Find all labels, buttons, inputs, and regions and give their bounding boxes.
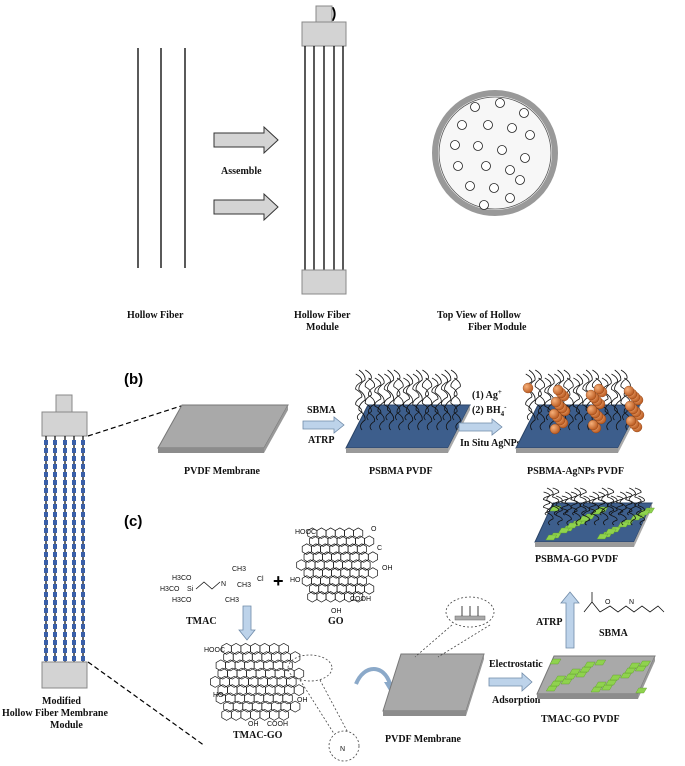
atrp-label-b: ATRP	[308, 435, 334, 446]
tmac-structure: H3CO H3CO H3CO Si N CH3 CH3 CH3 Cl	[160, 566, 264, 604]
hollow-fiber-lines	[137, 48, 186, 268]
arrow-down-tmac	[238, 605, 256, 641]
svg-text:OH: OH	[248, 721, 259, 728]
svg-text:CH3: CH3	[232, 566, 246, 573]
sbma-label-b: SBMA	[307, 405, 337, 416]
svg-text:OH: OH	[382, 565, 393, 572]
assemble-arrows	[213, 125, 279, 222]
pvdf-label-b: PVDF Membrane	[184, 466, 261, 477]
pvdf-membrane-c	[382, 596, 495, 716]
modified-label-line2: Hollow Fiber Membrane	[2, 708, 108, 719]
sbma-n: N	[629, 599, 634, 606]
svg-text:HOOC: HOOC	[295, 529, 316, 536]
sbma-label-c: SBMA	[599, 628, 629, 639]
panel-label-b: (b)	[124, 371, 143, 388]
adsorption-label: Adsorption	[492, 695, 541, 706]
sbma-structure	[583, 592, 665, 613]
top-view-circle	[432, 90, 558, 216]
tmac-go-label: TMAC-GO	[233, 730, 283, 741]
svg-text:H3CO: H3CO	[160, 586, 180, 593]
tmac-go-pvdf-membrane	[536, 655, 656, 699]
pvdf-membrane-b	[157, 404, 289, 453]
svg-text:HOOC: HOOC	[204, 647, 225, 654]
psbma-agnps-membrane	[515, 369, 645, 453]
svg-text:HO: HO	[290, 577, 301, 584]
modified-module	[41, 394, 88, 689]
svg-text:Cl: Cl	[257, 576, 264, 583]
arrow-agnps	[458, 418, 503, 436]
svg-text:CH3: CH3	[225, 597, 239, 604]
top-view-label-line1: Top View of Hollow	[437, 310, 522, 321]
arrow-atrp-up	[560, 591, 580, 649]
modified-label-line1: Modified	[42, 696, 81, 707]
psbma-go-pvdf-membrane	[534, 487, 655, 547]
zoom-dashes	[87, 405, 206, 747]
svg-text:CH3: CH3	[237, 582, 251, 589]
svg-text:Si: Si	[187, 586, 194, 593]
tmac-label: TMAC	[186, 616, 217, 627]
module-label-line1: Hollow Fiber	[294, 310, 351, 321]
hollow-fiber-label: Hollow Fiber	[127, 310, 184, 321]
go-structure: HOOC O C OH HO OH COOH	[290, 526, 393, 615]
step1-label: (1) Ag+	[472, 388, 502, 401]
svg-text:O: O	[371, 526, 377, 533]
svg-text:OH: OH	[331, 608, 342, 615]
panel-label-c: (c)	[124, 513, 142, 530]
tmac-go-pvdf-label: TMAC-GO PVDF	[541, 714, 620, 725]
svg-text:N: N	[340, 746, 345, 753]
psbma-go-label: PSBMA-GO PVDF	[535, 554, 618, 565]
top-view-label-line2: Fiber Module	[468, 322, 527, 333]
svg-text:COOH: COOH	[350, 596, 371, 603]
hollow-fiber-module	[301, 5, 347, 295]
svg-text:COOH: COOH	[267, 721, 288, 728]
arrow-sbma	[302, 416, 345, 434]
sbma-o: O	[605, 599, 611, 606]
atrp-label-c: ATRP	[536, 617, 562, 628]
step2-label: (2) BH4-	[472, 403, 507, 418]
plus-sign: +	[273, 571, 284, 591]
assemble-label: Assemble	[221, 166, 262, 177]
electrostatic-label: Electrostatic	[489, 659, 543, 670]
module-label-line2: Module	[306, 322, 339, 333]
psbma-agnps-label: PSBMA-AgNPs PVDF	[527, 466, 624, 477]
svg-text:OH: OH	[297, 697, 308, 704]
svg-text:N: N	[221, 581, 226, 588]
go-label: GO	[328, 616, 344, 627]
curved-arrow	[354, 667, 392, 685]
tmac-go-structure: HOOC HO OH COOH OH N	[204, 642, 360, 762]
svg-text:HO: HO	[213, 692, 224, 699]
arrow-electrostatic	[488, 672, 533, 692]
psbma-pvdf-label: PSBMA PVDF	[369, 466, 433, 477]
modified-label-line3: Module	[50, 720, 83, 731]
psbma-pvdf-membrane	[345, 369, 471, 453]
svg-text:H3CO: H3CO	[172, 597, 192, 604]
svg-text:H3CO: H3CO	[172, 575, 192, 582]
pvdf-label-c: PVDF Membrane	[385, 734, 462, 745]
insitu-label: In Situ AgNPs	[460, 438, 521, 449]
svg-text:C: C	[377, 545, 382, 552]
